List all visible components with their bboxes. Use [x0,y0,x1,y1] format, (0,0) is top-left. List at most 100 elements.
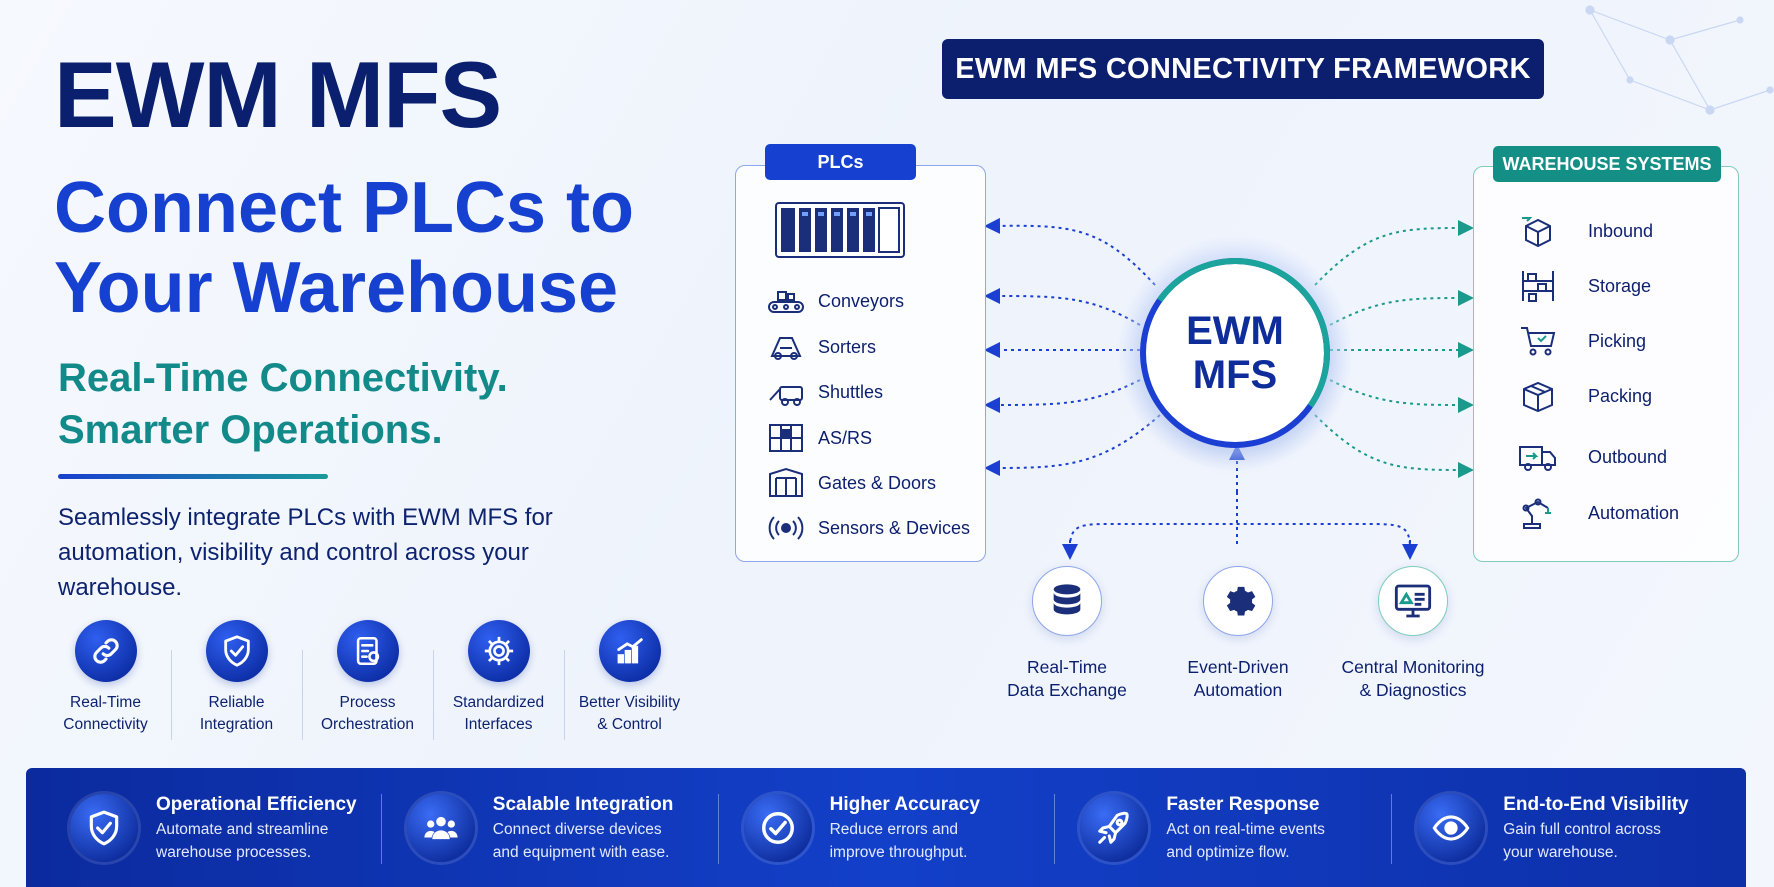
shield-check-icon [70,793,138,862]
wh-item-label: Packing [1588,385,1653,406]
hub-label-line1: EWM [1186,309,1284,353]
feature-row: Real-Time Connectivity Reliable Integrat… [40,620,695,740]
gate-icon [764,463,808,503]
benefit-text: Scalable Integration Connect diverse dev… [493,792,674,864]
plc-item-label: AS/RS [818,427,873,448]
benefit-title: Faster Response [1166,793,1320,815]
benefit-text: Operational Efficiency Automate and stre… [156,792,357,864]
sensor-icon [764,508,808,548]
benefit-item: Operational Efficiency Automate and stre… [44,768,381,887]
benefit-desc: Act on real-time events and optimize flo… [1166,820,1325,861]
warehouse-header: WAREHOUSE SYSTEMS [1493,146,1721,182]
benefit-item: End-to-End Visibility Gain full control … [1391,768,1728,887]
warehouse-panel [1473,166,1739,562]
wh-item-label: Inbound [1588,220,1654,241]
feature-item: Better Visibility & Control [564,620,695,740]
benefit-desc: Connect diverse devices and equipment wi… [492,820,670,861]
chain-link-icon [74,620,137,682]
feature-label: Reliable Integration [199,694,274,733]
users-group-icon [406,793,475,862]
wh-item-label: Outbound [1588,446,1668,467]
plc-header: PLCs [765,144,916,180]
feature-item: Real-Time Connectivity [40,620,171,740]
hub-label-line2: MFS [1192,353,1278,397]
feature-label: Real-Time Connectivity [63,694,148,733]
asrs-rack-icon [764,418,808,458]
service-label: Event-Driven Automation [1187,657,1289,700]
monitor-dashboard-icon [1378,566,1448,636]
plc-item-asrs: AS/RS [764,418,984,458]
tagline-line2: Smarter Operations. [58,408,443,452]
ewm-mfs-hub: EWM MFS [1140,258,1330,448]
feature-item: Reliable Integration [171,620,302,740]
benefit-text: End-to-End Visibility Gain full control … [1503,792,1688,864]
benefit-text: Higher Accuracy Reduce errors and improv… [830,792,980,864]
hub-label: EWM MFS [1186,309,1284,397]
plc-item-label: Sorters [818,336,877,357]
benefit-desc: Reduce errors and improve throughput. [829,820,968,861]
shield-check-icon [205,620,268,682]
check-circle-icon [743,793,812,862]
benefits-band: Operational Efficiency Automate and stre… [26,768,1746,887]
benefit-item: Higher Accuracy Reduce errors and improv… [717,768,1055,887]
cart-icon [1516,321,1560,361]
sorter-icon [764,327,808,367]
conveyor-icon [764,281,808,321]
wh-item-packing: Packing [1516,376,1726,416]
benefit-text: Faster Response Act on real-time events … [1166,792,1325,864]
plc-item-label: Sensors & Devices [818,517,971,538]
truck-icon [1516,437,1560,477]
plc-item-label: Conveyors [818,290,905,311]
hero-description: Seamlessly integrate PLCs with EWM MFS f… [58,504,553,601]
robot-arm-icon [1516,493,1560,533]
network-decoration [1585,5,1774,115]
benefit-desc: Gain full control across your warehouse. [1503,820,1661,861]
plc-rack-icon [775,202,905,258]
plc-item-conveyors: Conveyors [764,281,984,321]
tagline-line1: Real-Time Connectivity. [58,356,508,400]
hero-subtitle: Connect PLCs to Your Warehouse [54,168,674,328]
wh-item-automation: Automation [1516,493,1726,533]
gear-icon [1203,566,1273,636]
accent-divider [58,474,328,479]
benefit-desc: Automate and streamline warehouse proces… [156,820,329,861]
plc-item-shuttles: Shuttles [764,372,984,412]
wh-item-label: Automation [1588,502,1680,523]
benefit-title: Scalable Integration [492,793,674,815]
feature-item: Process Orchestration [302,620,433,740]
plc-item-label: Gates & Doors [818,472,937,493]
package-icon [1516,376,1560,416]
feature-item: Standardized Interfaces [433,620,564,740]
shuttle-icon [764,372,808,412]
feature-label: Better Visibility & Control [578,694,681,733]
plc-item-sorters: Sorters [764,327,984,367]
inbound-box-icon [1516,211,1560,251]
benefit-title: Operational Efficiency [156,793,357,815]
service-data-exchange: Real-Time Data Exchange [957,566,1177,702]
feature-label: Standardized Interfaces [452,694,545,733]
wh-item-label: Storage [1588,275,1652,296]
wh-item-inbound: Inbound [1516,211,1726,251]
framework-title: EWM MFS CONNECTIVITY FRAMEWORK [942,39,1544,99]
bar-chart-up-icon [598,620,661,682]
tagline: Real-Time Connectivity. Smarter Operatio… [58,352,508,456]
wh-item-picking: Picking [1516,321,1726,361]
wh-item-label: Picking [1588,330,1647,351]
database-icon [1032,566,1102,636]
benefit-item: Faster Response Act on real-time events … [1054,768,1391,887]
eye-icon [1417,793,1486,862]
plc-item-sensors: Sensors & Devices [764,508,984,548]
hero-title: EWM MFS [54,42,502,147]
gear-icon [467,620,530,682]
plc-item-gates: Gates & Doors [764,463,984,503]
feature-label: Process Orchestration [320,694,415,733]
benefit-item: Scalable Integration Connect diverse dev… [380,768,718,887]
plc-item-label: Shuttles [818,381,884,402]
service-event-automation: Event-Driven Automation [1128,566,1348,702]
wh-item-outbound: Outbound [1516,437,1726,477]
service-label: Real-Time Data Exchange [1007,657,1127,700]
storage-rack-icon [1516,266,1560,306]
clipboard-process-icon [336,620,399,682]
rocket-icon [1080,793,1149,862]
benefit-title: Higher Accuracy [829,793,980,815]
